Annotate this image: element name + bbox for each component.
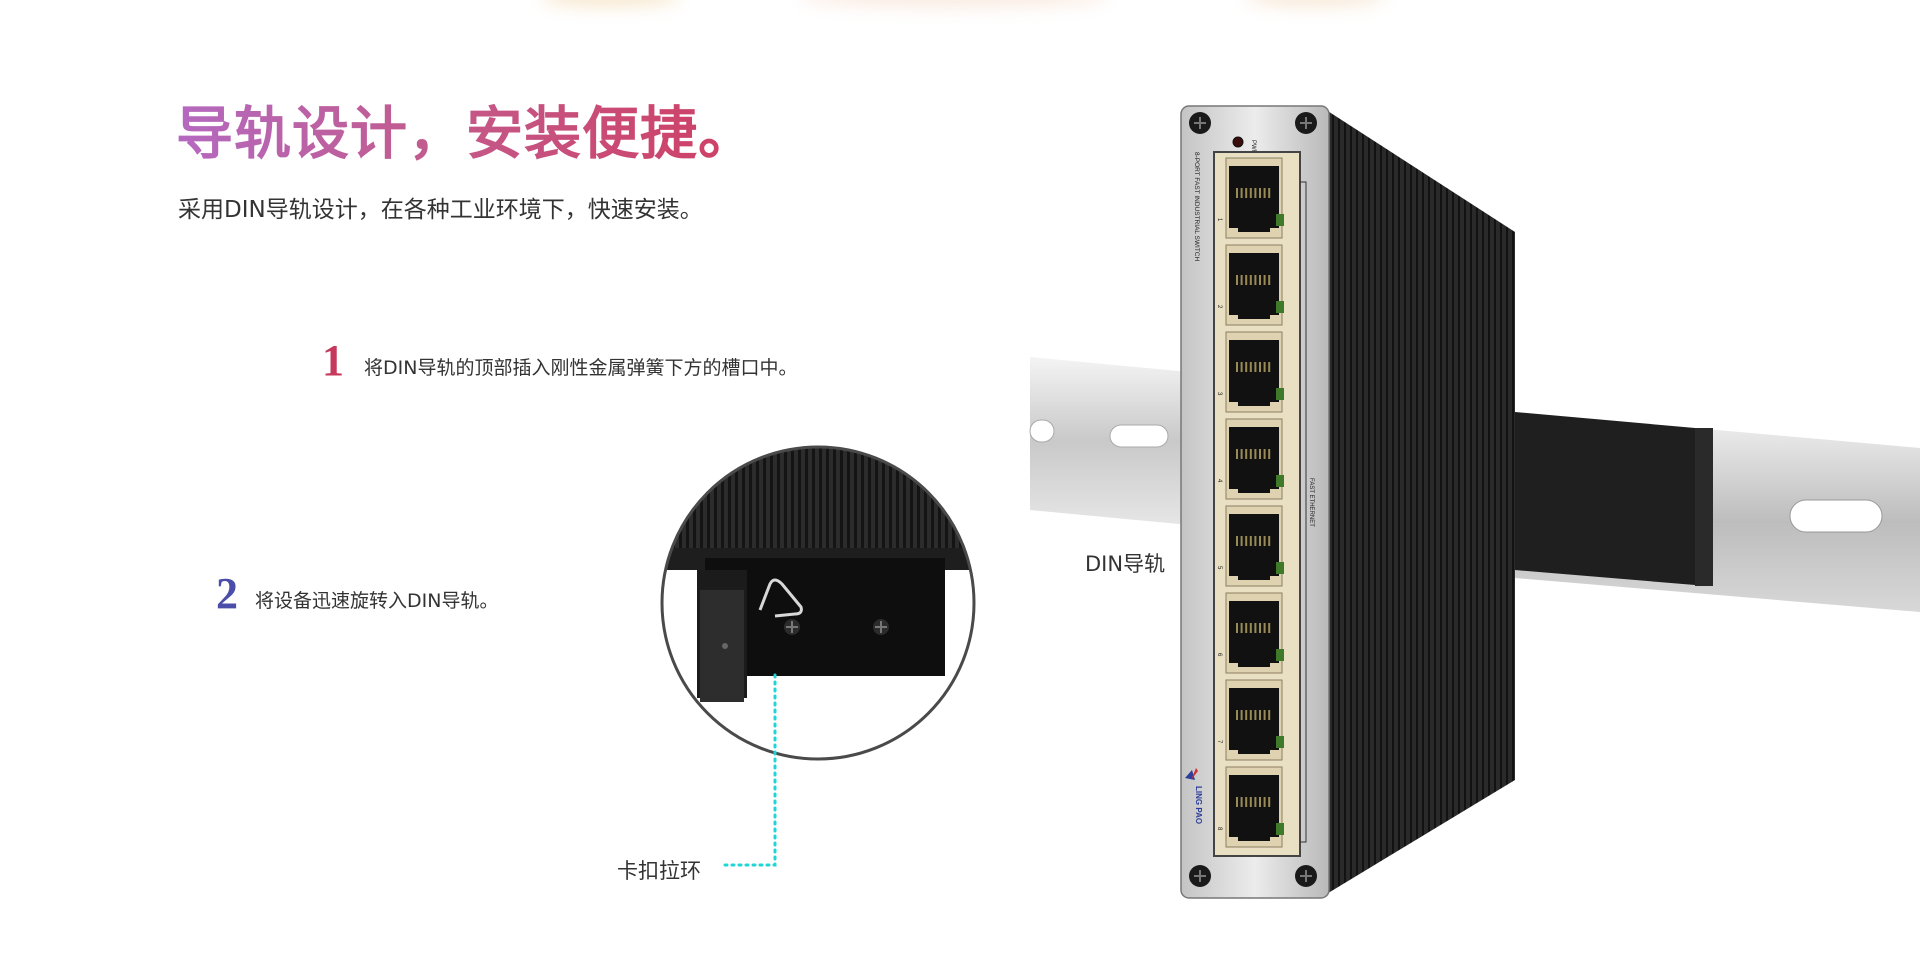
port-number: 2: [1216, 305, 1222, 309]
top-glow: [800, 0, 1110, 8]
brand-logo: [1185, 768, 1198, 780]
rj45-port-icon[interactable]: [1225, 592, 1284, 674]
clip-ring-label: 卡扣拉环: [617, 859, 701, 883]
link-led-icon: [1276, 475, 1284, 487]
din-rail-label: DIN导轨: [1085, 552, 1166, 576]
industrial-switch: PWR 8-PORT FAST INDUSTRIAL SWITCH FAST E…: [1180, 105, 1515, 899]
port-number: 4: [1216, 479, 1222, 483]
port-number: 1: [1216, 218, 1222, 222]
rj45-port-icon[interactable]: [1225, 505, 1284, 587]
port-number: 6: [1216, 653, 1222, 657]
link-led-icon: [1276, 301, 1284, 313]
link-led-icon: [1276, 649, 1284, 661]
din-rail: [1515, 412, 1920, 612]
port-number: 7: [1216, 740, 1222, 744]
clip-detail-zoom: [660, 445, 976, 761]
screw-icon: [784, 619, 800, 635]
top-glow: [1245, 0, 1385, 8]
screw-icon: [1189, 112, 1211, 134]
rj45-port-icon[interactable]: [1225, 157, 1284, 239]
link-led-icon: [1276, 214, 1284, 226]
port-group: 1 2 3 4 5 6 7 8: [1216, 157, 1284, 848]
port-number: 8: [1216, 827, 1222, 831]
clip-ring: [758, 578, 803, 618]
fast-ethernet-label: FAST ETHERNET: [1308, 478, 1314, 527]
port-number: 5: [1216, 566, 1222, 570]
callout-leader-line: [723, 673, 777, 867]
pwr-label: PWR: [1250, 140, 1256, 155]
screw-icon: [1189, 865, 1211, 887]
link-led-icon: [1276, 388, 1284, 400]
step-2-text: 将设备迅速旋转入DIN导轨。: [255, 590, 499, 612]
rj45-port-icon[interactable]: [1225, 418, 1284, 500]
led-icon: [1232, 136, 1244, 148]
rj45-port-icon[interactable]: [1225, 331, 1284, 413]
brand-text: LING PAO: [1194, 786, 1203, 824]
link-led-icon: [1276, 823, 1284, 835]
link-led-icon: [1276, 562, 1284, 574]
screw-icon: [1295, 865, 1317, 887]
model-label: 8-PORT FAST INDUSTRIAL SWITCH: [1193, 152, 1200, 261]
port-number: 3: [1216, 392, 1222, 396]
din-rail: [1029, 357, 1190, 525]
page-subtitle: 采用DIN导轨设计，在各种工业环境下，快速安装。: [178, 197, 703, 223]
rj45-port-icon[interactable]: [1225, 679, 1284, 761]
rj45-port-icon[interactable]: [1225, 244, 1284, 326]
top-glow: [540, 0, 680, 8]
screw-icon: [1295, 112, 1317, 134]
screw-icon: [873, 619, 889, 635]
rj45-port-icon[interactable]: [1225, 766, 1284, 848]
step-1-number: 1: [322, 336, 344, 385]
page-title: 导轨设计，安装便捷。: [176, 88, 756, 170]
step-1-text: 将DIN导轨的顶部插入刚性金属弹簧下方的槽口中。: [364, 357, 798, 379]
step-2-number: 2: [216, 569, 238, 618]
link-led-icon: [1276, 736, 1284, 748]
